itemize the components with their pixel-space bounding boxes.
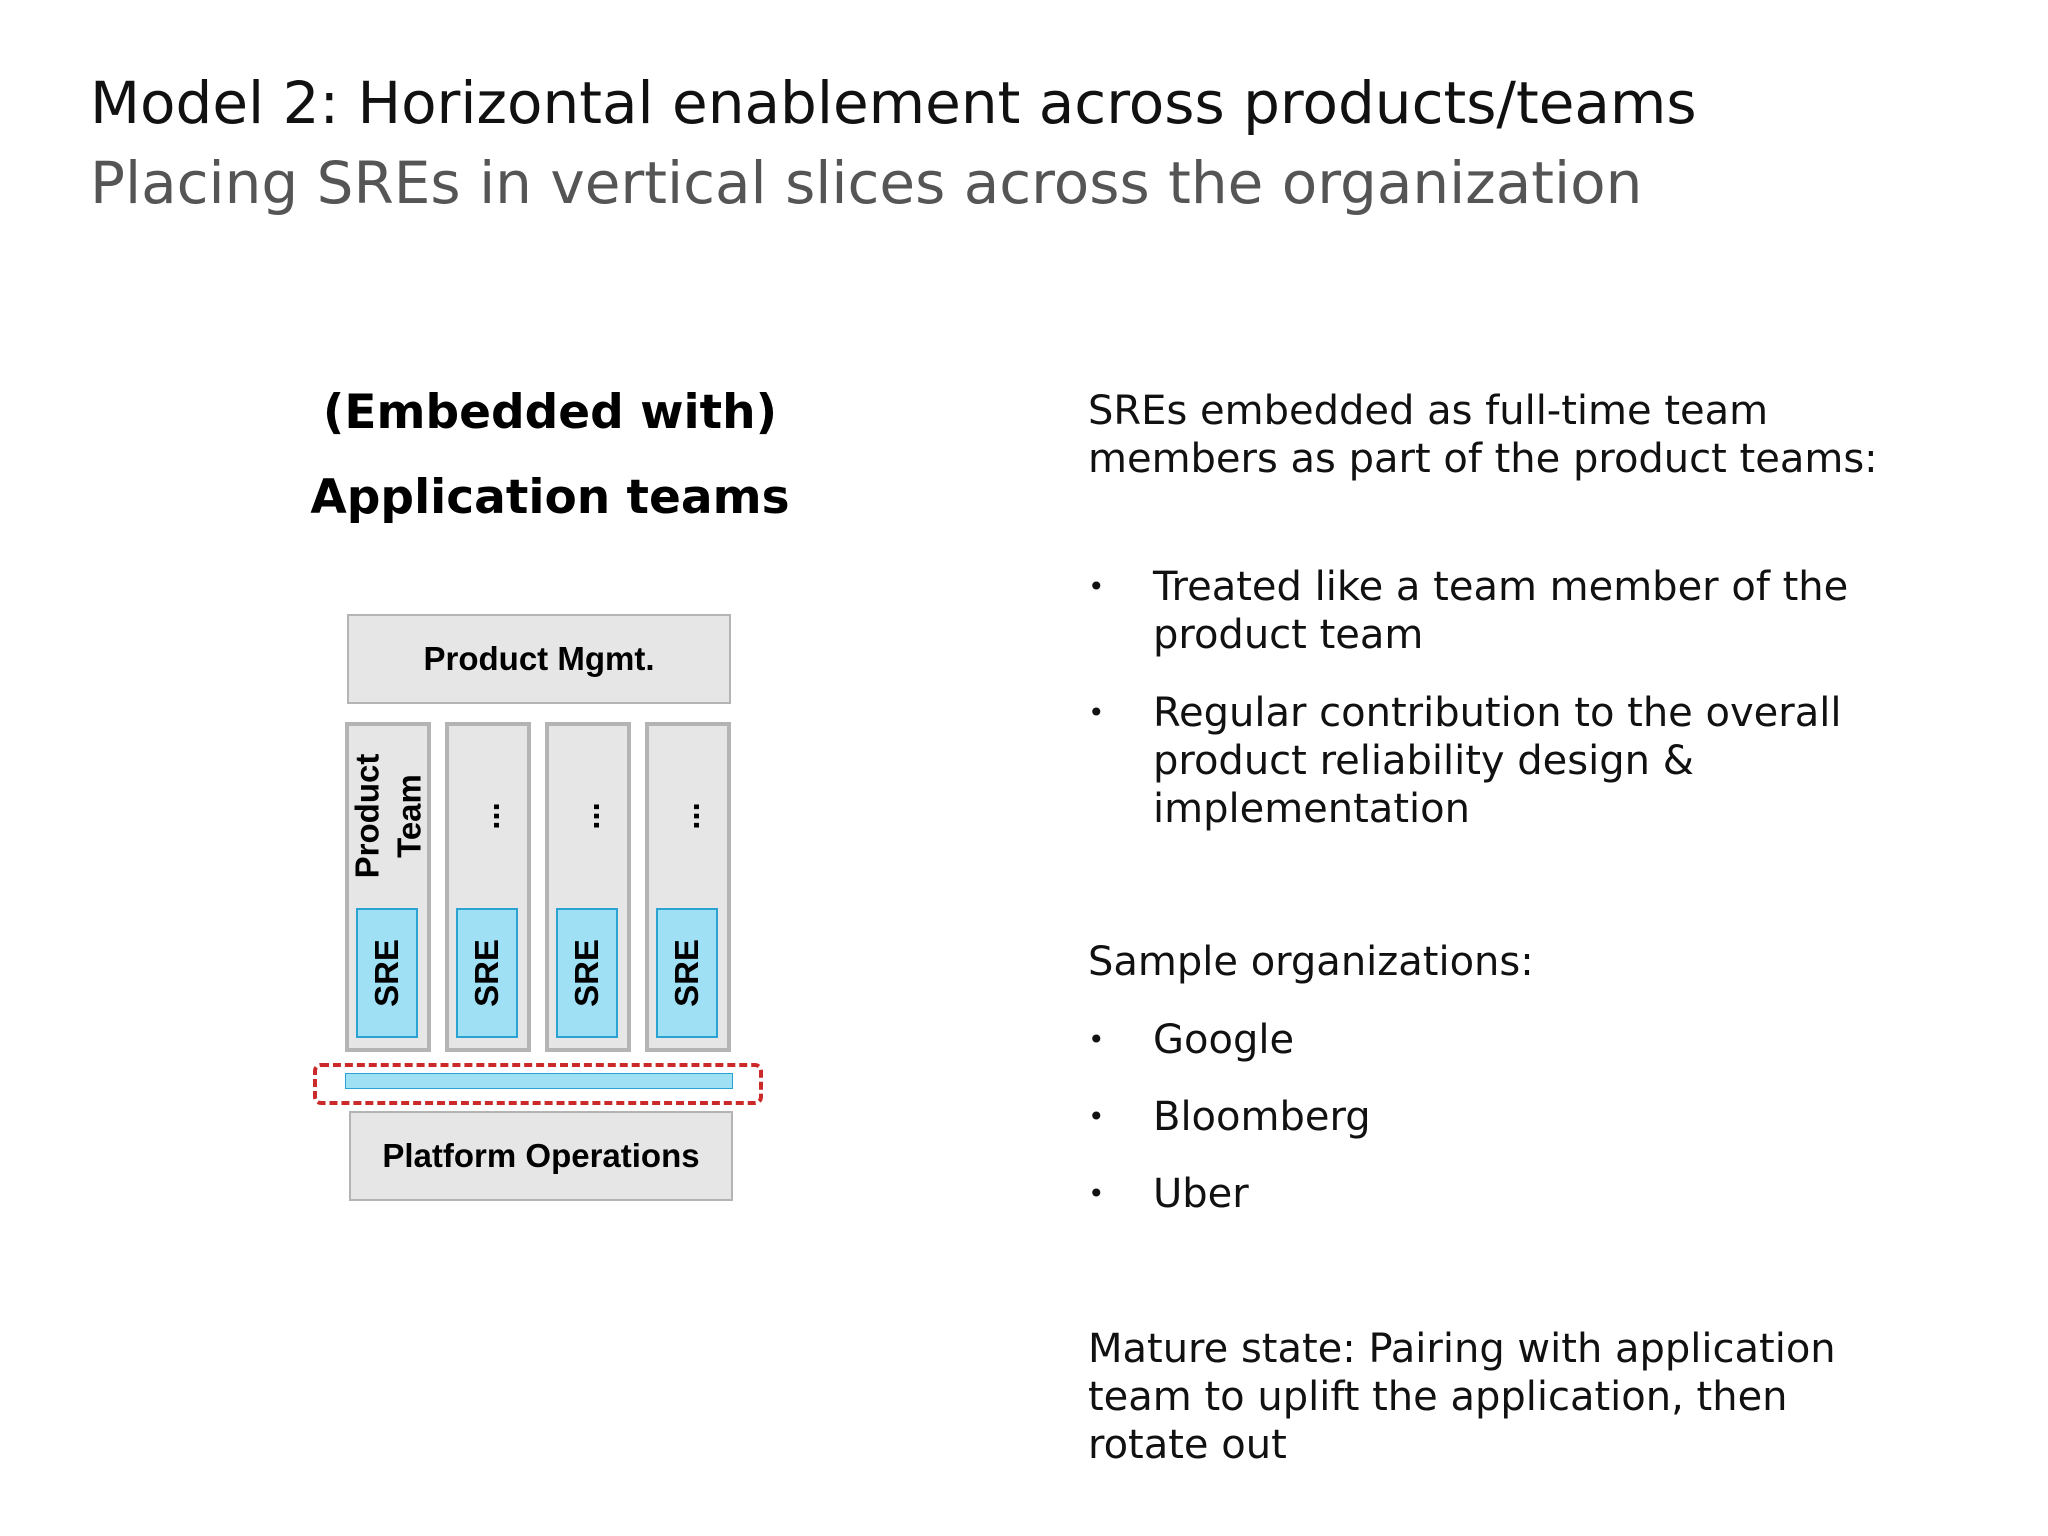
sre-label: SRE [568, 939, 606, 1007]
list-item: •Uber [1088, 1171, 1249, 1217]
product-team-column: Product Team SRE [345, 722, 431, 1052]
bullet-icon: • [1088, 1177, 1105, 1210]
list-item: •Treated like a team member of the produ… [1088, 564, 1849, 658]
shared-sre-bar [345, 1073, 733, 1089]
team-column: ... SRE [545, 722, 631, 1052]
page-subtitle: Placing SREs in vertical slices across t… [90, 149, 1643, 217]
sre-box: SRE [556, 908, 618, 1038]
sre-label: SRE [468, 939, 506, 1007]
bullet-icon: • [1088, 570, 1105, 603]
bullet-icon: • [1088, 1100, 1105, 1133]
diagram-heading-line2: Application teams [310, 470, 790, 525]
platform-operations-box: Platform Operations [349, 1111, 733, 1201]
sre-box: SRE [356, 908, 418, 1038]
embedded-bullet-list: •Treated like a team member of the produ… [1088, 563, 1908, 833]
mature-state-text: Mature state: Pairing with application t… [1088, 1326, 1836, 1468]
diagram-heading-line1: (Embedded with) [322, 385, 778, 440]
column-label: ... [668, 802, 706, 830]
team-column: ... SRE [445, 722, 531, 1052]
list-item: •Regular contribution to the overall pro… [1088, 690, 1842, 832]
list-item: •Google [1088, 1017, 1295, 1063]
column-label: ... [568, 802, 606, 830]
column-label: ... [468, 802, 506, 830]
sre-box: SRE [656, 908, 718, 1038]
sample-orgs-heading: Sample organizations: [1088, 939, 1534, 985]
page-title: Model 2: Horizontal enablement across pr… [90, 69, 1697, 137]
product-mgmt-box: Product Mgmt. [347, 614, 731, 704]
list-item: •Bloomberg [1088, 1094, 1371, 1140]
bullet-icon: • [1088, 696, 1105, 729]
sre-label: SRE [368, 939, 406, 1007]
sample-orgs-list: •Google •Bloomberg •Uber [1088, 1016, 1908, 1218]
column-label: Product Team [348, 753, 428, 879]
bullet-icon: • [1088, 1023, 1105, 1056]
team-column: ... SRE [645, 722, 731, 1052]
sre-box: SRE [456, 908, 518, 1038]
sre-label: SRE [668, 939, 706, 1007]
dashed-highlight-frame [313, 1063, 763, 1105]
intro-text: SREs embedded as full-time team members … [1088, 388, 1878, 482]
